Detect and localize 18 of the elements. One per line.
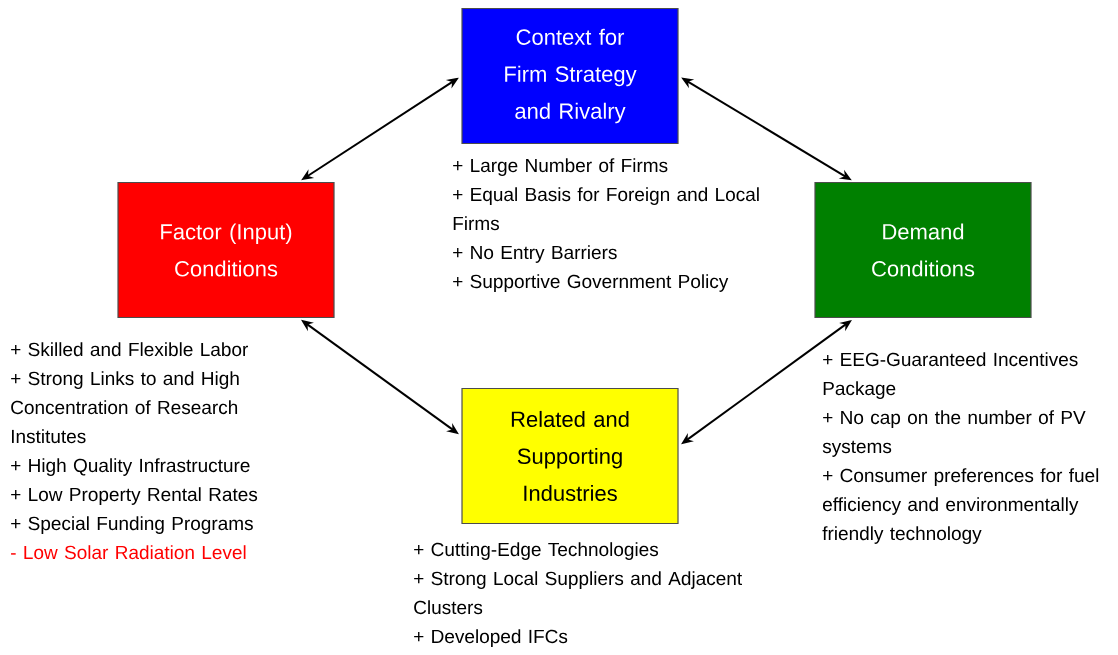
bullet-list: + Large Number of Firms + Equal Basis for Foreign and Local Firms + No Entry Barriers + Supportive Government Policy: [453, 158, 759, 292]
node-label: + Supportive Government Policy: [453, 274, 729, 292]
box: Factor (Input) Conditions: [117, 181, 335, 319]
box: Demand Conditions: [814, 181, 1032, 319]
node-label: + Low Property Rental Rates: [11, 487, 258, 505]
box: Context for Firm Strategy and Rivalry: [461, 7, 679, 145]
node-label: + Large Number of Firms: [453, 158, 668, 176]
node-label: + Equal Basis for Foreign and Local Firms: [453, 187, 759, 231]
node-label: + No Entry Barriers: [453, 245, 617, 263]
node-label: + High Quality Infrastructure: [11, 458, 250, 476]
node-label: - Low Solar Radiation Level: [11, 545, 246, 560]
bullet-list: + EEG-Guaranteed Incentives Package + No cap on the number of PV systems + Consumer preferences for fuel efficiency and environmentally friendly technology: [822, 352, 1099, 544]
node-label: + Strong Links to and High Concentration of Research Institutes: [11, 371, 239, 444]
node-label: + Skilled and Flexible Labor: [11, 342, 248, 357]
bullet-list: + Skilled and Flexible Labor + Strong Links to and High Concentration of Research Institutes + High Quality Infrastructure + Low Property Rental Rates + Special Funding Programs - Low Solar Radiation Level: [11, 342, 258, 560]
box: Related and Supporting Industries: [461, 387, 679, 525]
node-label: + Special Funding Programs: [11, 516, 253, 534]
bullet-list: + Cutting-Edge Technologies + Strong Local Suppliers and Adjacent Clusters + Developed IFCs: [414, 542, 742, 647]
